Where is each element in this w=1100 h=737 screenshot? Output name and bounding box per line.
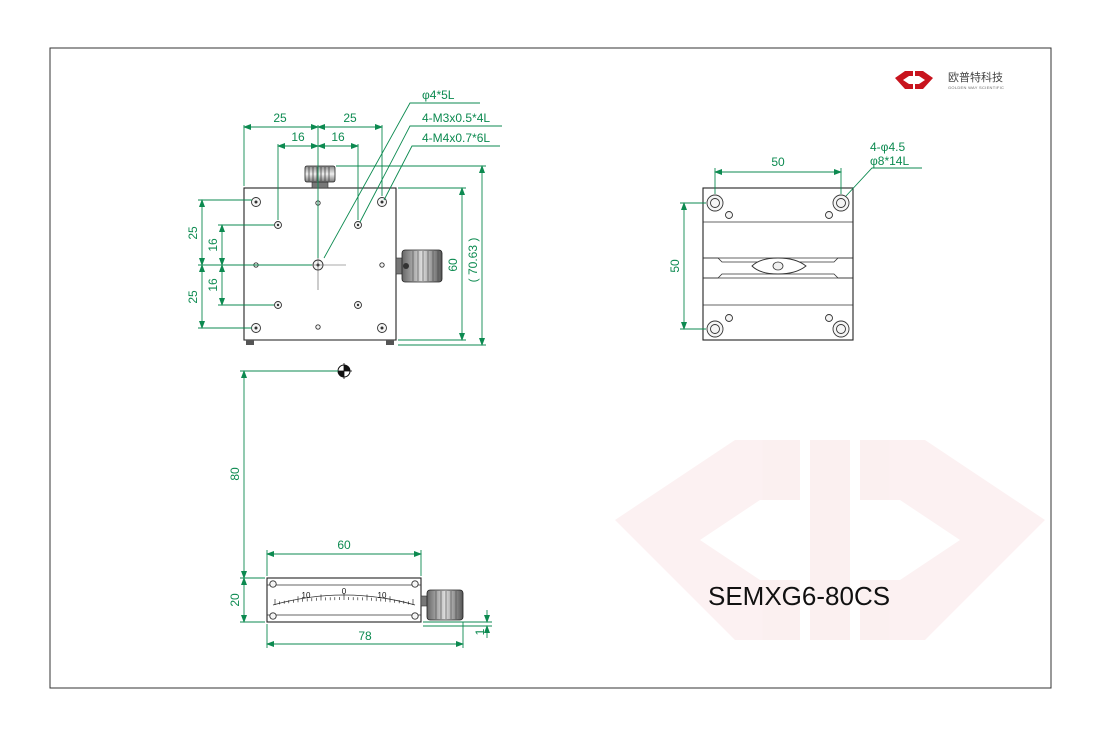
dim-front-height-20: 20 — [228, 593, 242, 607]
top-view — [243, 165, 443, 345]
dim-height-60: 60 — [446, 258, 460, 272]
small-holes — [253, 200, 385, 330]
foot-left — [246, 340, 254, 345]
corner-holes — [251, 197, 387, 333]
brand-logo: 欧普特科技 GOLDEN WAY SCIENTIFIC — [895, 70, 1004, 90]
center-of-gravity-icon — [336, 363, 352, 379]
scale-label-right: 10 — [378, 591, 387, 600]
mount-holes — [706, 194, 850, 338]
callout-mount-holes: 4-φ4.5 — [870, 140, 905, 154]
brand-mark-icon — [895, 71, 933, 89]
inner-holes — [274, 221, 362, 309]
dim-side-width-50: 50 — [771, 155, 785, 169]
dim-travel-80: 80 — [228, 467, 242, 481]
top-view-dimensions: 25 25 16 16 25 25 16 16 60 ( 70.63 ) — [186, 88, 502, 346]
brand-name-cn: 欧普特科技 — [948, 70, 1003, 84]
callout-counterbore: φ8*14L — [870, 154, 909, 168]
dim-top-16-left: 16 — [291, 130, 305, 144]
dim-top-25-right: 25 — [343, 111, 357, 125]
callout-center-hole: φ4*5L — [422, 88, 455, 102]
drawing-frame — [49, 47, 1052, 689]
dim-front-width-60: 60 — [337, 538, 351, 552]
scale-label-center: 0 — [342, 587, 347, 596]
dim-height-70-63: ( 70.63 ) — [466, 238, 480, 283]
dim-left-25-top: 25 — [186, 226, 200, 240]
dim-side-height-50: 50 — [668, 259, 682, 273]
bottom-view-dimensions: 50 50 4-φ4.5 φ8*14L — [668, 140, 922, 330]
dim-front-width-78: 78 — [358, 629, 372, 643]
brand-name-en: GOLDEN WAY SCIENTIFIC — [948, 85, 1004, 90]
dim-left-16-bottom: 16 — [206, 278, 220, 292]
side-knob-icon — [401, 249, 443, 283]
callout-m4-thread: 4-M4x0.7*6L — [422, 131, 490, 145]
dim-left-16-top: 16 — [206, 238, 220, 252]
foot-right — [386, 340, 394, 345]
front-view-dimensions: 80 20 60 78 1 — [228, 370, 492, 648]
dim-front-offset-1: 1 — [473, 628, 487, 635]
goniometer-scale — [274, 594, 414, 605]
pin-holes — [725, 211, 833, 322]
dim-top-16-right: 16 — [331, 130, 345, 144]
callout-m3-thread: 4-M3x0.5*4L — [422, 111, 490, 125]
dim-left-25-bottom: 25 — [186, 290, 200, 304]
dim-top-25-left: 25 — [273, 111, 287, 125]
front-knob-icon — [426, 589, 464, 621]
bottom-view — [702, 187, 854, 341]
top-knob-icon — [304, 165, 336, 183]
front-view: 10 0 10 — [266, 363, 464, 623]
model-number: SEMXG6-80CS — [708, 581, 890, 611]
watermark-logo — [615, 440, 1045, 640]
scale-label-left: 10 — [302, 591, 311, 600]
